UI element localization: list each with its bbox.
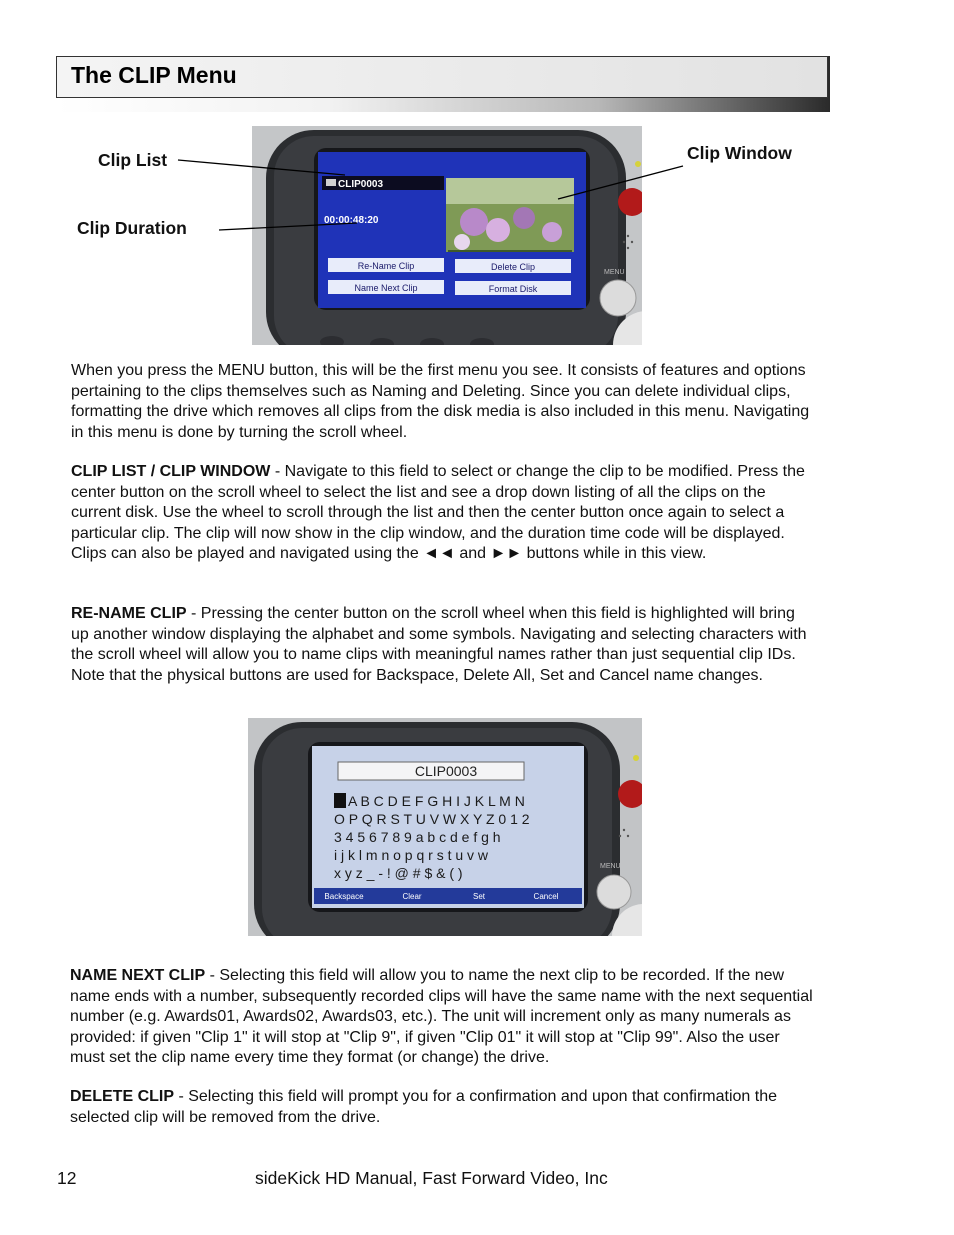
clip-window-label: Clip Window bbox=[687, 143, 792, 163]
character-cursor bbox=[334, 793, 346, 808]
intro-paragraph: When you press the MENU button, this wil… bbox=[71, 362, 810, 441]
header-title-box: The CLIP Menu bbox=[56, 56, 828, 98]
char-row-5: x y z _ - ! @ # $ & ( ) bbox=[334, 865, 463, 881]
clip-list-paragraph: CLIP LIST / CLIP WINDOW - Navigate to th… bbox=[71, 463, 805, 563]
format-disk-button: Format Disk bbox=[489, 284, 538, 294]
backspace-button: Backspace bbox=[324, 892, 364, 901]
name-next-clip-button: Name Next Clip bbox=[354, 283, 417, 293]
clip-list-field bbox=[322, 176, 444, 190]
rename-paragraph: RE-NAME CLIP - Pressing the center butto… bbox=[71, 605, 807, 684]
clip-list-label: Clip List bbox=[98, 150, 168, 170]
rename-clip-button: Re-Name Clip bbox=[358, 261, 415, 271]
rename-name-value: CLIP0003 bbox=[415, 763, 477, 779]
char-row-1: A B C D E F G H I J K L M N bbox=[348, 793, 525, 809]
section-header: The CLIP Menu bbox=[56, 56, 830, 112]
name-next-term: NAME NEXT CLIP bbox=[70, 967, 206, 984]
clip-duration-value: 00:00:48:20 bbox=[324, 215, 379, 226]
name-next-paragraph: NAME NEXT CLIP - Selecting this field wi… bbox=[70, 967, 813, 1067]
callout-lines bbox=[177, 159, 684, 231]
clip-menu-photo: MENU CLIP0003 00:00:48:20 Re-Name Clip D… bbox=[252, 126, 642, 345]
menu-button bbox=[599, 279, 637, 317]
char-row-2: O P Q R S T U V W X Y Z 0 1 2 bbox=[334, 811, 530, 827]
menu-button-label: MENU bbox=[604, 269, 625, 276]
char-row-3: 3 4 5 6 7 8 9 a b c d e f g h bbox=[334, 829, 501, 845]
menu-button-label-2: MENU bbox=[600, 863, 621, 870]
clip-list-term: CLIP LIST / CLIP WINDOW bbox=[71, 463, 271, 480]
clear-button: Clear bbox=[402, 892, 421, 901]
clip-list-callout bbox=[177, 159, 346, 176]
record-button bbox=[618, 188, 642, 216]
char-row-4: i j k l m n o p q r s t u v w bbox=[334, 847, 489, 863]
clip-duration-label: Clip Duration bbox=[77, 218, 187, 238]
cancel-button: Cancel bbox=[534, 892, 559, 901]
delete-clip-button: Delete Clip bbox=[491, 262, 535, 272]
clip-list-value: CLIP0003 bbox=[338, 179, 383, 190]
character-grid: A B C D E F G H I J K L M N O P Q R S T … bbox=[334, 793, 530, 881]
rename-name-field bbox=[337, 761, 525, 781]
delete-paragraph: DELETE CLIP - Selecting this field will … bbox=[70, 1088, 777, 1126]
set-button: Set bbox=[473, 892, 486, 901]
rename-term: RE-NAME CLIP bbox=[71, 605, 187, 622]
footer-text: sideKick HD Manual, Fast Forward Video, … bbox=[255, 1168, 608, 1188]
delete-term: DELETE CLIP bbox=[70, 1088, 175, 1105]
clip-duration-callout bbox=[218, 222, 358, 231]
rename-screen-photo: MENU CLIP0003 A B C D E F G H I J K L M … bbox=[248, 718, 642, 936]
page-title: The CLIP Menu bbox=[71, 62, 237, 88]
clip-window-callout bbox=[557, 165, 684, 200]
page-number: 12 bbox=[57, 1168, 77, 1188]
clip-window bbox=[446, 178, 574, 252]
